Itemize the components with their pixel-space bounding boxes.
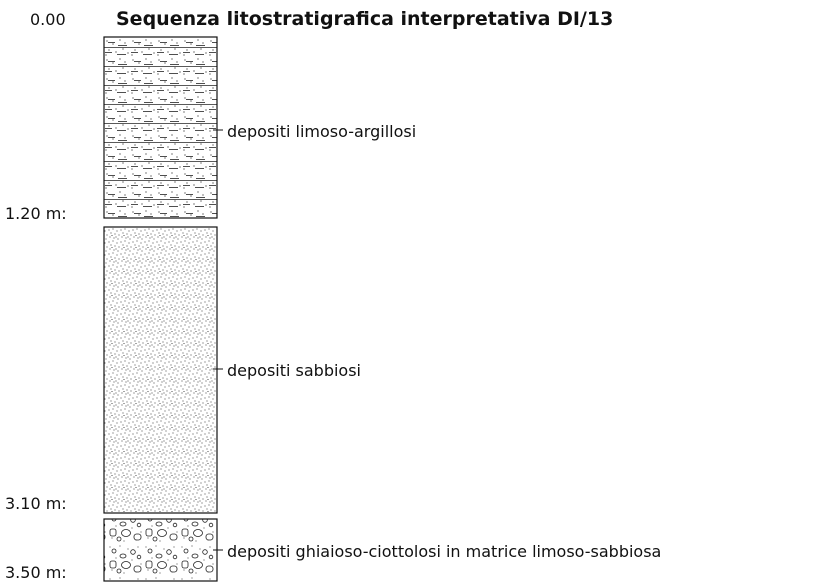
- layer-sand: depositi sabbiosi: [103, 226, 361, 514]
- depth-label-top: 0.00: [30, 10, 66, 29]
- diagram-title: Sequenza litostratigrafica interpretativ…: [116, 8, 613, 30]
- layer-sand-block: [103, 226, 218, 514]
- layer-gravel-label: depositi ghiaioso-ciottolosi in matrice …: [227, 542, 661, 561]
- depth-label-3: 3.50 m:: [5, 563, 67, 582]
- layer-silt-clay: depositi limoso-argillosi: [103, 36, 416, 219]
- layer-sand-label: depositi sabbiosi: [227, 361, 361, 380]
- depth-label-1: 1.20 m:: [5, 204, 67, 223]
- layer-silt-clay-label: depositi limoso-argillosi: [227, 122, 416, 141]
- layer-gravel-block: [103, 518, 218, 582]
- depth-label-2: 3.10 m:: [5, 494, 67, 513]
- layer-silt-clay-block: [103, 36, 218, 219]
- layer-gravel: depositi ghiaioso-ciottolosi in matrice …: [103, 518, 661, 582]
